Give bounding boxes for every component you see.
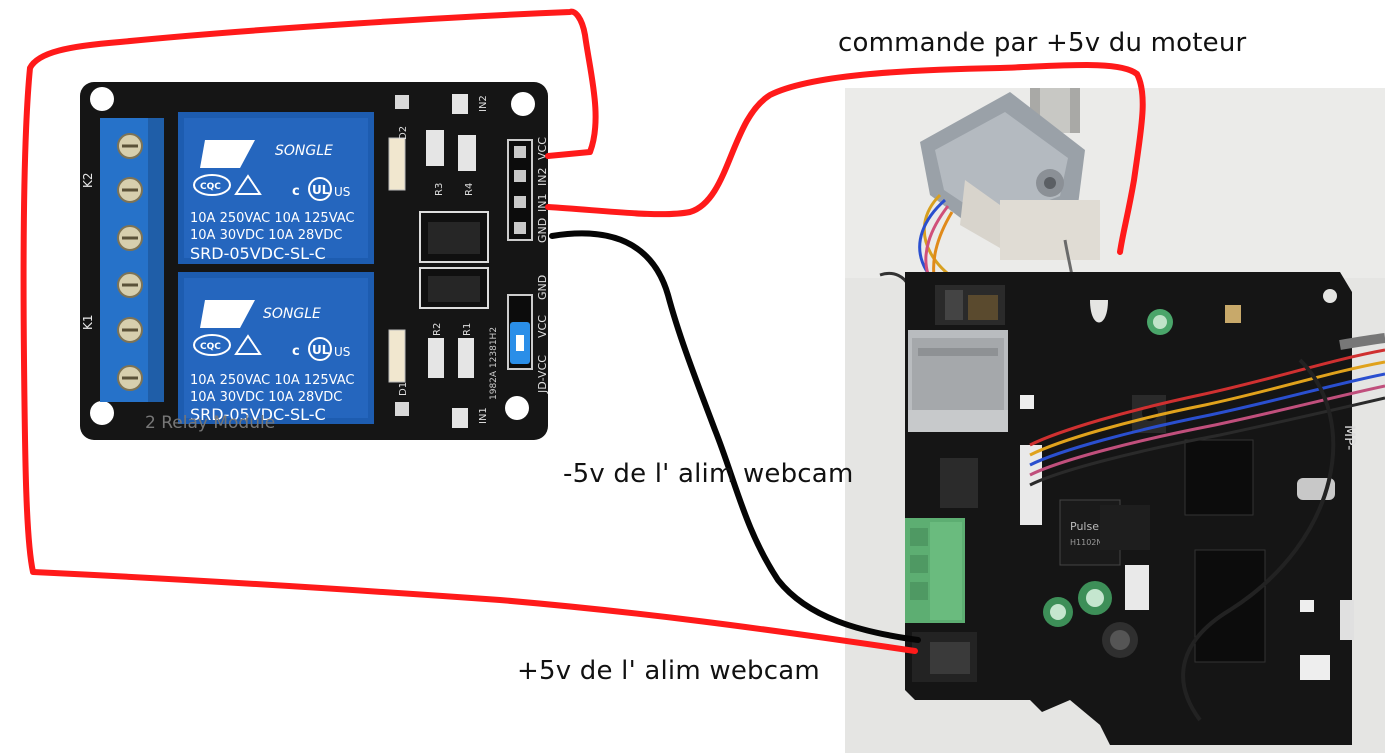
led-label-d2: D2 bbox=[398, 126, 409, 140]
relay-top-brand: SONGLE bbox=[275, 143, 333, 159]
mounting-hole bbox=[90, 401, 114, 425]
webcam-photo: Pulse H1102NL MP- bbox=[845, 88, 1385, 753]
wire-in1-to-motor bbox=[545, 62, 1146, 255]
driver-components bbox=[388, 94, 489, 428]
relay-module: K2 K1 CQC c UL US SONGLE 10A 250VAC 10A … bbox=[80, 82, 549, 440]
mounting-hole bbox=[511, 92, 535, 116]
cqc-mark: CQC bbox=[193, 174, 231, 196]
channel-label-k1: K1 bbox=[81, 314, 95, 330]
resistor-label-r2: R2 bbox=[432, 323, 443, 336]
relay-bottom-brand: SONGLE bbox=[263, 306, 321, 322]
ul-mark: c UL US bbox=[292, 337, 350, 361]
cqc-mark: CQC bbox=[193, 334, 231, 356]
label-plus-5v: +5v de l' alim webcam bbox=[517, 656, 820, 686]
relay-bottom: CQC c UL US SONGLE 10A 250VAC 10A 125VAC… bbox=[178, 272, 374, 424]
relay-bottom-model: SRD-05VDC-SL-C bbox=[190, 405, 326, 424]
jumper-label-vcc: VCC bbox=[536, 315, 549, 338]
screw-terminal-block bbox=[100, 118, 164, 402]
resistor-label-r3: R3 bbox=[434, 183, 445, 196]
pulse-chip-label: Pulse bbox=[1070, 520, 1099, 533]
label-minus-5v: -5v de l' alim webcam bbox=[563, 459, 854, 489]
input-header bbox=[507, 139, 533, 241]
led-label-in2: IN2 bbox=[478, 95, 489, 112]
led-label-d1: D1 bbox=[398, 382, 409, 396]
wire-gnd-to-minus5v bbox=[549, 230, 921, 643]
svg-text:CQC: CQC bbox=[200, 182, 221, 192]
jumper-label-jd-vcc: JD-VCC bbox=[536, 355, 549, 394]
relay-top: CQC c UL US SONGLE 10A 250VAC 10A 125VAC… bbox=[178, 112, 374, 264]
triangle-mark bbox=[234, 334, 262, 355]
triangle-mark bbox=[234, 174, 262, 195]
mounting-hole bbox=[505, 396, 529, 420]
wire-vcc-to-plus5v bbox=[20, 8, 918, 654]
label-motor-command: commande par +5v du moteur bbox=[838, 28, 1247, 58]
svg-text:US: US bbox=[334, 345, 350, 359]
svg-text:UL: UL bbox=[312, 343, 330, 357]
pin-label-gnd: GND bbox=[536, 218, 549, 243]
resistor-label-r4: R4 bbox=[464, 183, 475, 196]
part-code: 1982A 12381H2 bbox=[489, 327, 499, 400]
channel-label-k2: K2 bbox=[81, 172, 95, 188]
led-label-in1: IN1 bbox=[478, 407, 489, 424]
svg-text:US: US bbox=[334, 185, 350, 199]
svg-text:UL: UL bbox=[312, 183, 330, 197]
pulse-chip-code: H1102NL bbox=[1070, 538, 1107, 547]
webcam-pcb: Pulse H1102NL MP- bbox=[905, 272, 1357, 745]
relay-bottom-rating-1: 10A 250VAC 10A 125VAC bbox=[190, 373, 355, 388]
stepper-motor bbox=[920, 88, 1100, 260]
svg-text:c: c bbox=[292, 184, 300, 199]
jd-vcc-jumper bbox=[507, 294, 533, 370]
mounting-hole bbox=[90, 87, 114, 111]
relay-top-rating-2: 10A 30VDC 10A 28VDC bbox=[190, 228, 342, 243]
module-silkscreen: 2 Relay Module bbox=[145, 413, 275, 433]
ul-mark: c UL US bbox=[292, 177, 350, 201]
board-edge-label: MP- bbox=[1341, 425, 1357, 450]
svg-text:c: c bbox=[292, 344, 300, 359]
jumper-label-gnd: GND bbox=[536, 275, 549, 300]
svg-text:CQC: CQC bbox=[200, 342, 221, 352]
resistor-label-r1: R1 bbox=[462, 323, 473, 336]
relay-bottom-rating-2: 10A 30VDC 10A 28VDC bbox=[190, 390, 342, 405]
relay-top-model: SRD-05VDC-SL-C bbox=[190, 244, 326, 263]
relay-top-rating-1: 10A 250VAC 10A 125VAC bbox=[190, 211, 355, 226]
pin-label-in2: IN2 bbox=[536, 168, 549, 186]
